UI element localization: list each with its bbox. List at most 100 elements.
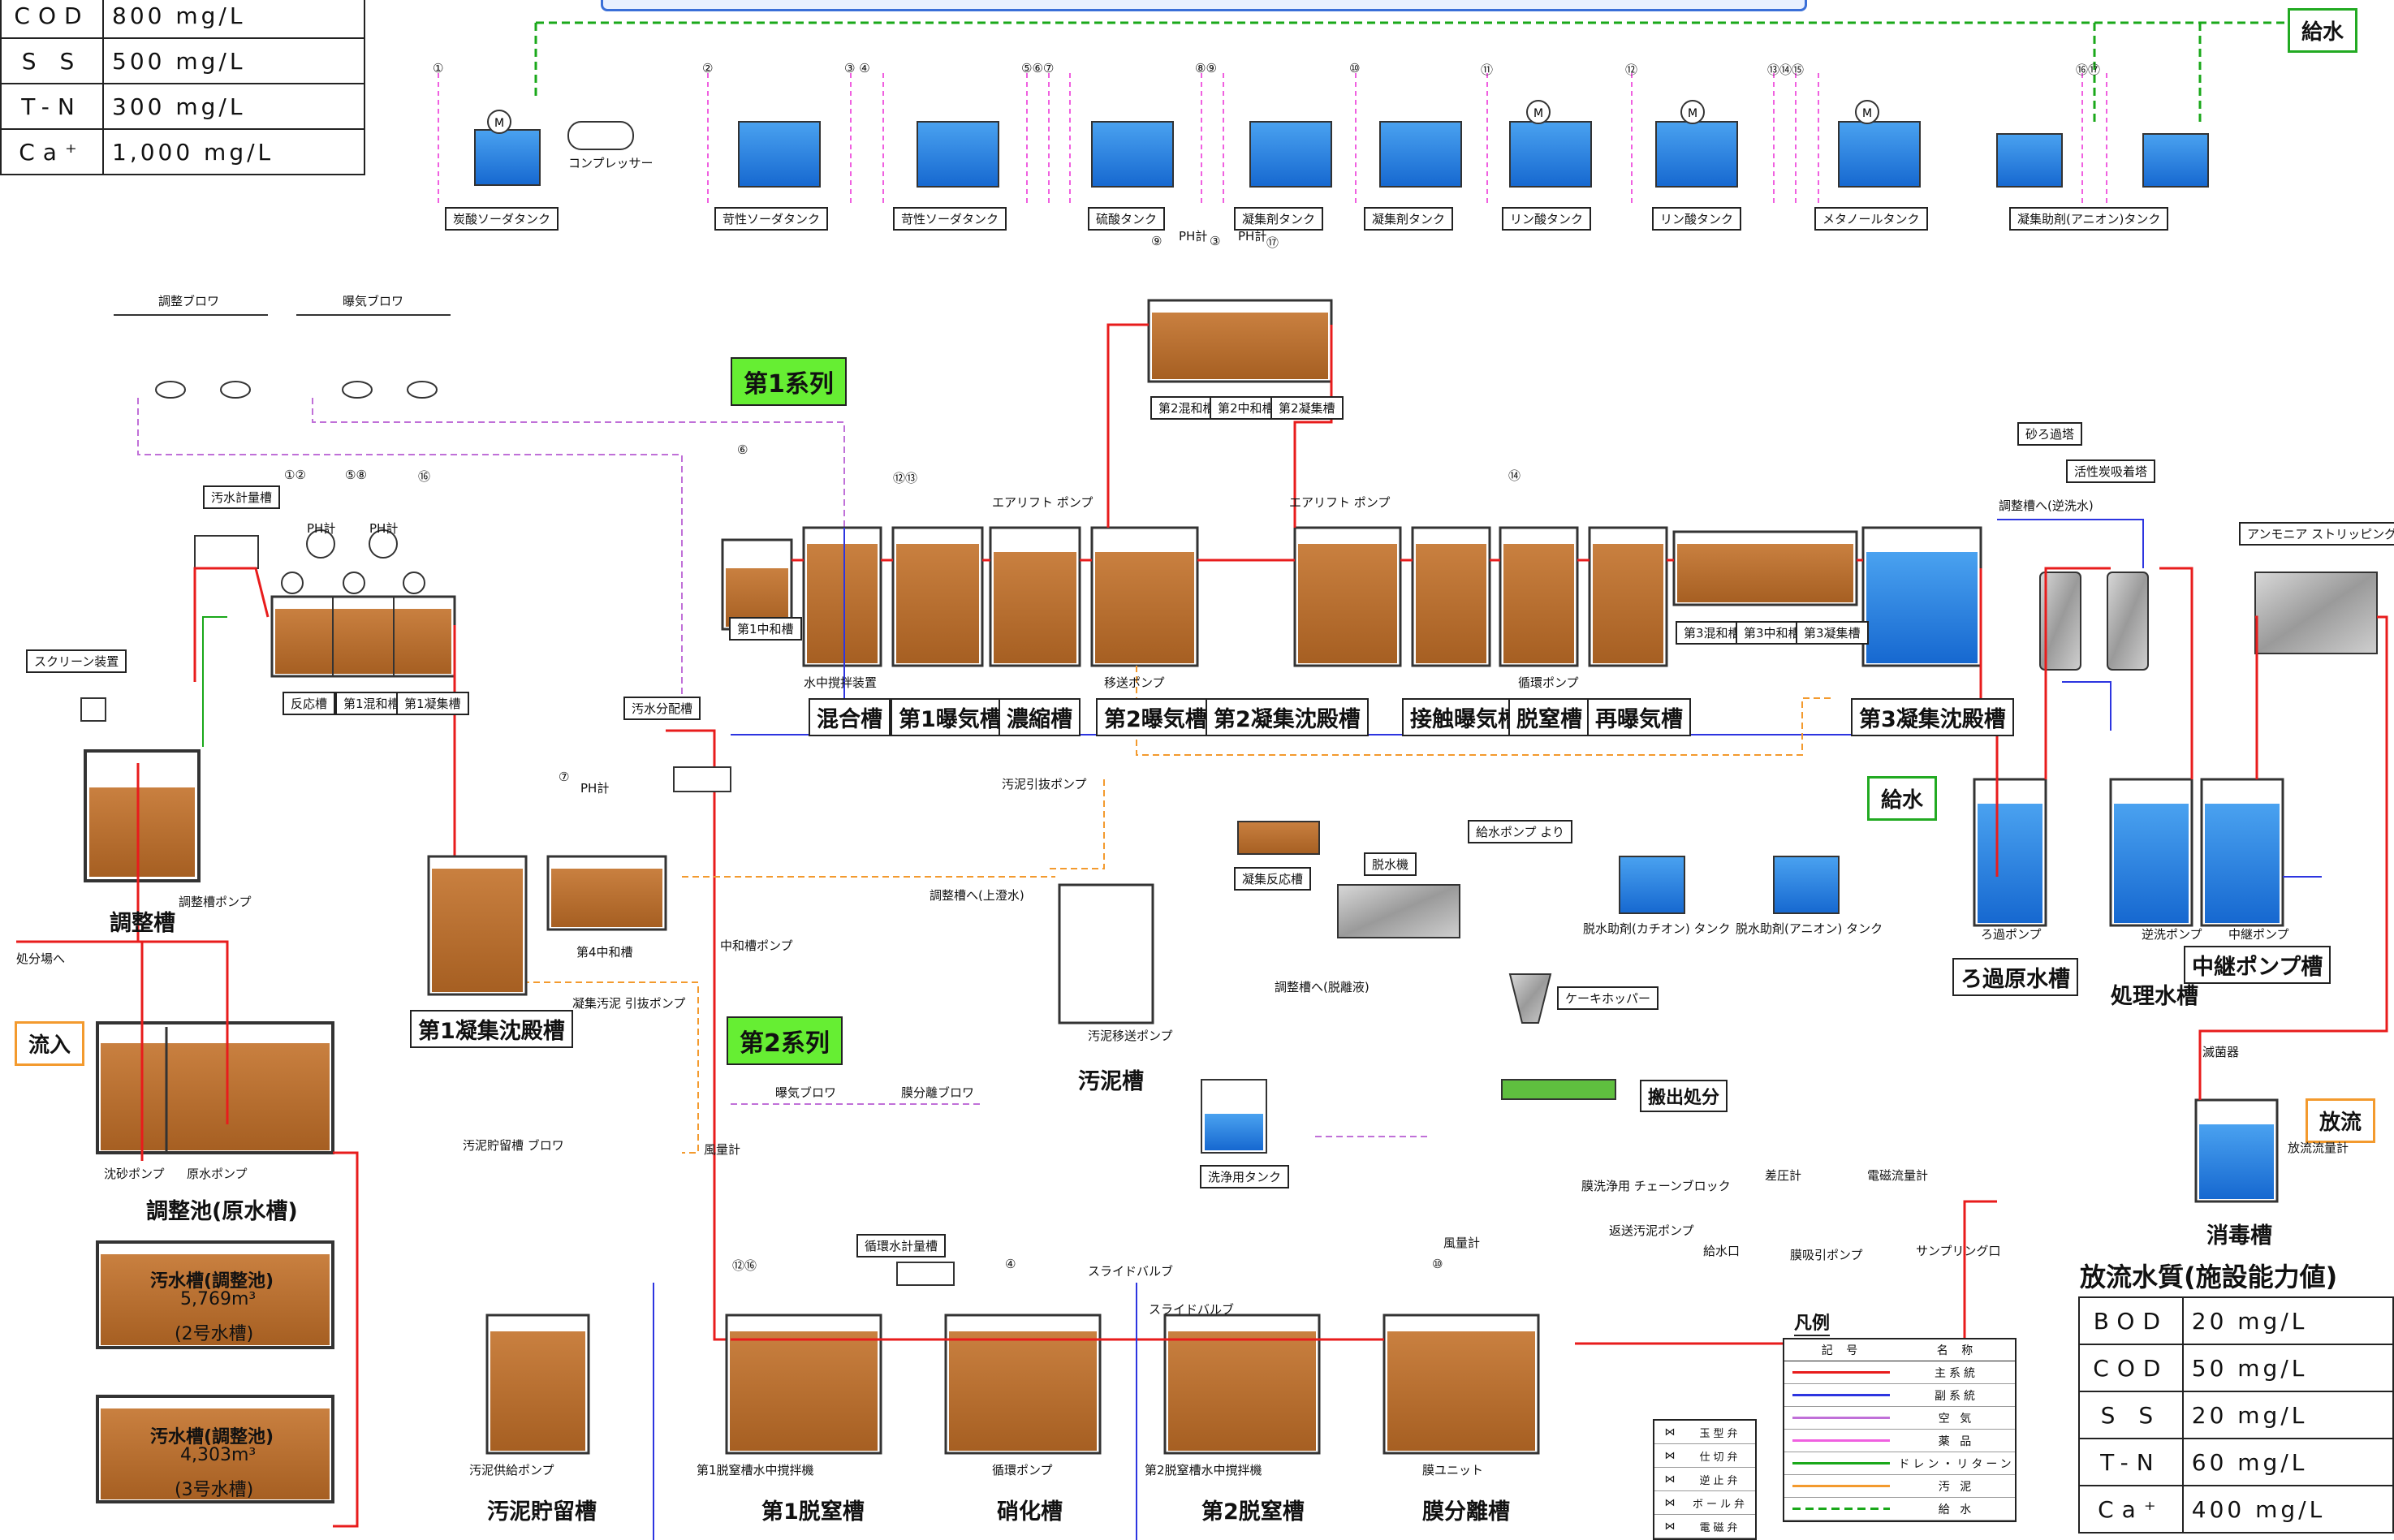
air-line	[731, 1103, 1429, 1137]
coag1-tank-label: 第1凝集槽	[396, 692, 469, 715]
valve-legend-row: ⋈ 電磁弁	[1654, 1515, 1755, 1538]
treated-tank-label: 処理水槽	[2111, 984, 2198, 1009]
chem-number: ②	[702, 61, 714, 75]
to-adjust-supernatant-label: 調整槽へ(上澄水)	[930, 888, 1024, 903]
nitrif-label: 硝化槽	[997, 1499, 1063, 1525]
sludge-store-label: 汚泥貯留槽	[487, 1499, 597, 1525]
legend-swatch	[1792, 1371, 1890, 1374]
supply-water-flag-mid: 給水	[1867, 776, 1938, 821]
disinfect-tank-label: 消毒槽	[2206, 1223, 2272, 1249]
chem-number: ⑩	[1432, 1257, 1443, 1271]
coag-react-label: 凝集反応槽	[1234, 867, 1312, 891]
adjust-pond-label: 調整池(原水槽)	[146, 1199, 298, 1224]
airflow-label: 風量計	[704, 1142, 741, 1157]
relay-tank-label: 中継ポンプ槽	[2184, 946, 2331, 984]
anion-tank-label: 脱水助剤(アニオン) タンク	[1736, 921, 1883, 936]
raw-pump-label: 原水ポンプ	[187, 1167, 248, 1181]
chem-number: ③ ④	[844, 61, 870, 75]
sludge-pull-pump-label: 汚泥引抜ポンプ	[1002, 777, 1087, 792]
legend-swatch	[1792, 1508, 1890, 1510]
adjust-pump-label: 調整槽ポンプ	[179, 895, 252, 909]
chem-number: ③	[1210, 234, 1221, 248]
airflow-label-2: 風量計	[1443, 1236, 1481, 1250]
sterilizer-label: 滅菌器	[2202, 1045, 2240, 1059]
middle-tanks	[427, 766, 1840, 1154]
coag-sludge-pump-label: 凝集汚泥 引抜ポンプ	[572, 996, 686, 1011]
chem-number: ⑭	[1508, 468, 1521, 483]
legend-row: 主系統	[1784, 1361, 2015, 1384]
ph-meter-label: PH計	[369, 521, 399, 536]
chem-tank-label: 凝集剤タンク	[1364, 207, 1454, 231]
valve-name: 電磁弁	[1699, 1521, 1741, 1534]
legend-row: ドレン・リターン	[1784, 1452, 2015, 1475]
sewage-meter-label: 汚水計量槽	[203, 485, 281, 509]
chem-number: ①	[433, 61, 444, 75]
ammonia-stripping-label: アンモニア ストリッピング装置	[2239, 522, 2394, 546]
react-tank-label: 反応槽	[283, 692, 336, 715]
chem-tank-label: 凝集剤タンク	[1234, 207, 1324, 231]
mixer-label: 水中撹拌装置	[804, 675, 878, 690]
legend-item-name: 主系統	[1935, 1366, 1978, 1380]
ph-meter-label: PH計	[1238, 229, 1267, 244]
legend-item-name: 薬 品	[1938, 1434, 1975, 1448]
legend-swatch	[1792, 1439, 1890, 1442]
chem-number: ⑬⑭⑮	[1767, 63, 1805, 77]
ball-valve-icon: ⋈	[1664, 1496, 1676, 1509]
airlift-pump-label: エアリフト ポンプ	[992, 495, 1093, 510]
valve-legend-row: ⋈ボール弁	[1654, 1491, 1755, 1515]
chem-number: ⑨	[1151, 234, 1162, 248]
conc-label: 濃縮槽	[999, 698, 1081, 736]
svg-text:M: M	[1533, 107, 1543, 120]
legend-item-name: 汚 泥	[1938, 1480, 1975, 1494]
ph-meter-label: PH計	[580, 781, 610, 796]
svg-text:M: M	[1862, 107, 1872, 120]
carbon-tower-label: 活性炭吸着塔	[2066, 459, 2156, 483]
chem-number: ④	[1005, 1257, 1016, 1271]
chem-tank: M	[1509, 100, 1592, 188]
chem-tank: M	[474, 110, 541, 186]
legend-item-name: 副系統	[1935, 1389, 1978, 1403]
second-coag-label: 第2凝集槽	[1270, 396, 1344, 420]
supply-water-flag: 給水	[2288, 8, 2358, 53]
circ-pump-label: 循環ポンプ	[1518, 675, 1579, 690]
airlift-pump-label-2: エアリフト ポンプ	[1289, 495, 1391, 510]
sampling-label: サンプリング口	[1916, 1244, 2001, 1258]
relay-pump-label: 中継ポンプ	[2228, 927, 2289, 942]
discharge-flow-meter-label: 放流流量計	[2288, 1141, 2349, 1155]
circ-pump-label-2: 循環ポンプ	[992, 1463, 1053, 1477]
screen-label: スクリーン装置	[26, 649, 127, 673]
valve-name: 玉型弁	[1699, 1427, 1741, 1440]
membrane-sep-label: 膜分離槽	[1422, 1499, 1510, 1525]
coag3-label: 第3凝集沈殿槽	[1851, 698, 2014, 736]
chem-tank-row: M M M M	[438, 21, 2289, 203]
sludge-transfer-pump-label: 汚泥移送ポンプ	[1088, 1029, 1173, 1043]
cation-tank-label: 脱水助剤(カチオン) タンク	[1583, 921, 1731, 936]
distrib-tank-label: 汚水分配槽	[623, 697, 701, 720]
sludge-store-blower-label: 汚泥貯留槽 ブロワ	[463, 1138, 564, 1153]
feed-pump-label: 給水ポンプ より	[1468, 820, 1573, 843]
membrane-unit-label: 膜ユニット	[1422, 1463, 1484, 1477]
tank2-title: 汚水槽(調整池)	[150, 1271, 274, 1292]
valve-legend-row: ⋈玉型弁	[1654, 1421, 1755, 1444]
main-line	[1575, 567, 2388, 1345]
em-flow-meter-label: 電磁流量計	[1867, 1168, 1929, 1183]
chem-number: ⑪	[1481, 63, 1494, 77]
chem-number: ⑫	[1625, 63, 1638, 77]
solenoid-valve-icon: ⋈	[1664, 1520, 1676, 1533]
denit-label: 脱窒槽	[1508, 698, 1590, 736]
tank3-volume: 4,303m³	[180, 1445, 257, 1465]
chem-number: ⑤⑧	[345, 468, 367, 482]
legend-swatch	[1792, 1462, 1890, 1465]
denit1-label: 第1脱窒槽	[761, 1499, 865, 1525]
chem-number: ⑤⑥⑦	[1021, 61, 1055, 75]
third-coag-label: 第3凝集槽	[1796, 621, 1869, 645]
transfer-pump-label: 移送ポンプ	[1104, 675, 1165, 690]
legend-row: 給 水	[1784, 1498, 2015, 1521]
drain-line	[202, 616, 227, 747]
valve-legend: ⋈玉型弁 ⋈仕切弁 ⋈逆止弁 ⋈ボール弁 ⋈電磁弁	[1653, 1419, 1757, 1540]
neutral4-label: 第4中和槽	[576, 945, 633, 960]
